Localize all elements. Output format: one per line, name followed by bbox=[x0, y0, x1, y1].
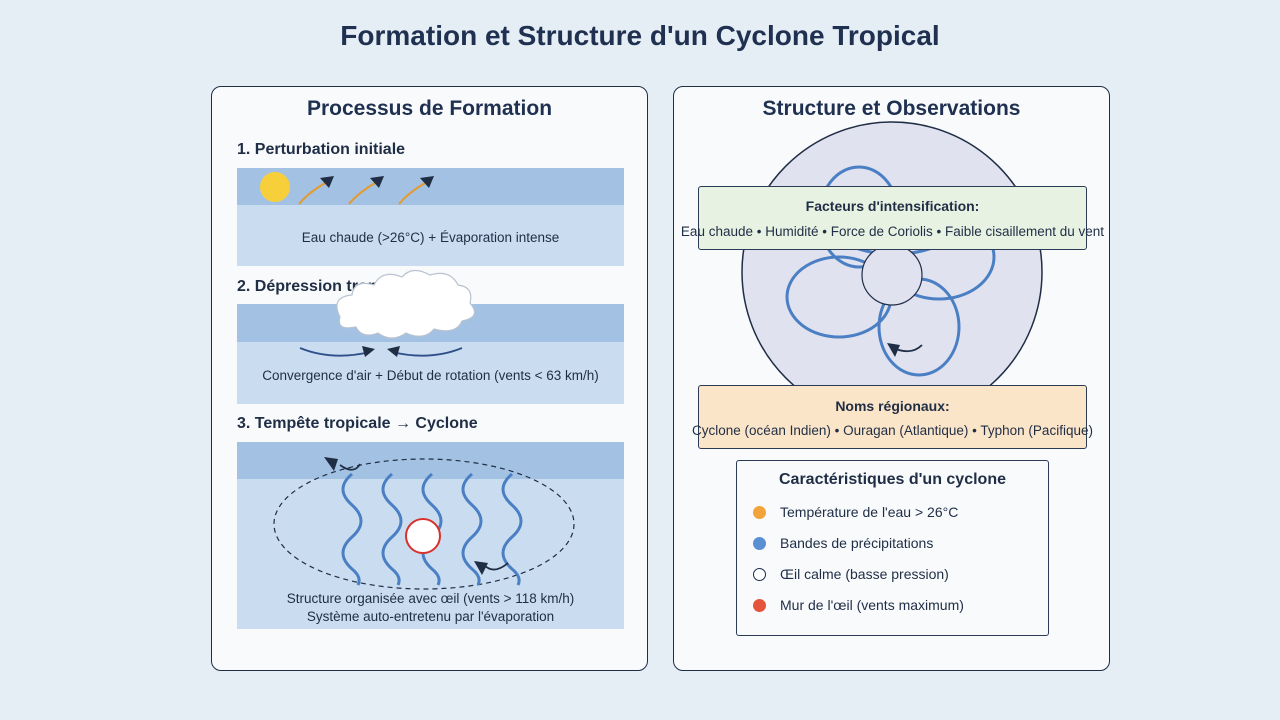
orange-dot-icon bbox=[753, 505, 766, 519]
regional-names-text: Cyclone (océan Indien) • Ouragan (Atlant… bbox=[692, 423, 1093, 438]
red-dot-icon bbox=[753, 598, 766, 612]
rotation-arrow-icon bbox=[474, 561, 509, 575]
sun-icon bbox=[260, 172, 290, 202]
step-1-text: Eau chaude (>26°C) + Évaporation intense bbox=[301, 230, 560, 245]
rotation-arrow-icon bbox=[324, 457, 361, 471]
structure-panel: Structure et Observations Facteurs d'int… bbox=[673, 86, 1110, 671]
cyclone-outline bbox=[273, 458, 575, 590]
factors-heading: Facteurs d'intensification: bbox=[805, 198, 980, 214]
legend-box: Caractéristiques d'un cyclone Températur… bbox=[736, 460, 1049, 636]
step-1-title: 1. Perturbation initiale bbox=[237, 141, 406, 158]
diagram-title: Formation et Structure d'un Cyclone Trop… bbox=[340, 20, 940, 51]
legend-label: Œil calme (basse pression) bbox=[780, 566, 949, 582]
step-3-illustration bbox=[273, 457, 575, 590]
evaporation-arrow-icon bbox=[398, 176, 434, 205]
legend-item-eye-wall: Mur de l'œil (vents maximum) bbox=[753, 595, 964, 615]
legend-item-rain-bands: Bandes de précipitations bbox=[753, 533, 933, 553]
water-band bbox=[237, 168, 624, 205]
rotation-arrow-icon bbox=[887, 343, 923, 357]
legend-item-water-temperature: Température de l'eau > 26°C bbox=[753, 502, 958, 522]
step-1-illustration bbox=[260, 172, 434, 205]
structure-panel-title: Structure et Observations bbox=[762, 97, 1021, 120]
legend-label: Bandes de précipitations bbox=[780, 535, 934, 551]
legend-item-calm-eye: Œil calme (basse pression) bbox=[753, 564, 949, 584]
step-3-text-2: Système auto-entretenu par l'évaporation bbox=[306, 609, 555, 624]
step-2-text: Convergence d'air + Début de rotation (v… bbox=[262, 368, 599, 383]
step-3-text-1: Structure organisée avec œil (vents > 11… bbox=[286, 591, 575, 606]
step-3-box: Structure organisée avec œil (vents > 11… bbox=[237, 442, 624, 629]
factors-text: Eau chaude • Humidité • Force de Corioli… bbox=[680, 224, 1105, 239]
cyclone-eye-icon bbox=[405, 518, 441, 554]
cloud-icon bbox=[336, 269, 476, 339]
formation-panel-title: Processus de Formation bbox=[306, 97, 553, 120]
legend-heading: Caractéristiques d'un cyclone bbox=[779, 471, 1006, 488]
evaporation-arrow-icon bbox=[298, 176, 334, 205]
evaporation-arrow-icon bbox=[348, 176, 384, 205]
legend-label: Température de l'eau > 26°C bbox=[780, 504, 959, 520]
blue-dot-icon bbox=[753, 536, 766, 550]
regional-names-heading: Noms régionaux: bbox=[835, 398, 950, 414]
cyclone-eye-icon bbox=[861, 244, 923, 306]
legend-label: Mur de l'œil (vents maximum) bbox=[780, 597, 964, 613]
formation-panel: Processus de Formation 1. Perturbation i… bbox=[211, 86, 648, 671]
regional-names-box: Noms régionaux: Cyclone (océan Indien) •… bbox=[692, 385, 1093, 449]
factors-box: Facteurs d'intensification: Eau chaude •… bbox=[681, 186, 1104, 250]
step-2-illustration bbox=[299, 269, 476, 357]
water-band bbox=[237, 442, 624, 479]
white-dot-icon bbox=[753, 567, 766, 581]
convergence-arrows-icon bbox=[299, 346, 463, 357]
step-3-title: 3. Tempête tropicale → Cyclone bbox=[237, 415, 478, 432]
rain-bands-icon bbox=[341, 472, 523, 586]
